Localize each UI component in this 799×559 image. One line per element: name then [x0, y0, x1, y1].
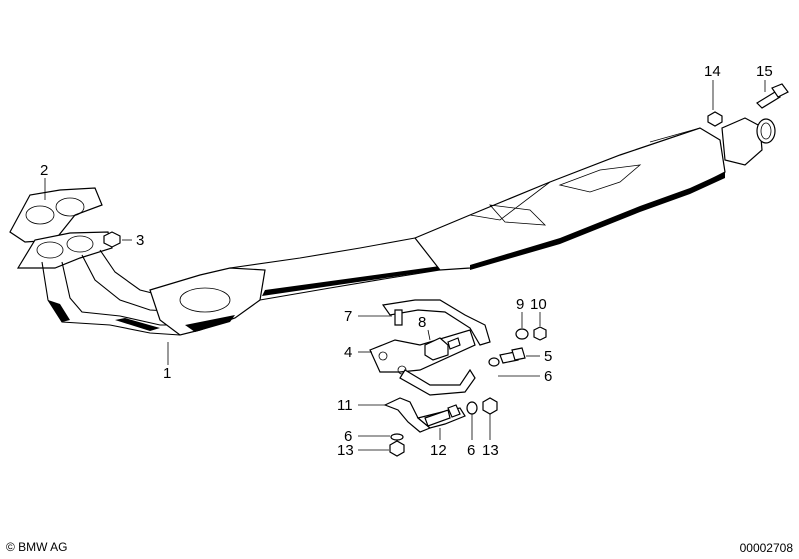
callout-13-right: 13 [482, 442, 499, 459]
bracket-part-4 [369, 329, 476, 396]
rubber-mount-part-8 [424, 337, 461, 361]
bolt-part-12 [424, 404, 461, 427]
callout-6-lower-left: 6 [344, 428, 352, 445]
callout-1: 1 [163, 365, 171, 382]
nut-part-10 [533, 326, 547, 341]
callout-4: 4 [344, 344, 352, 361]
callout-3: 3 [136, 232, 144, 249]
callout-14: 14 [704, 63, 721, 80]
front-pipe-part-1 [9, 117, 776, 336]
copyright-notice: © BMW AG [6, 540, 68, 554]
leader-lines [44, 80, 766, 451]
clamp-part-7 [381, 299, 491, 346]
bolt-part-15 [756, 83, 789, 109]
callout-11: 11 [337, 397, 353, 414]
callout-6-right: 6 [544, 368, 552, 385]
nut-part-13 [389, 397, 498, 457]
nut-part-3 [103, 231, 121, 248]
callout-13-left: 13 [337, 442, 354, 459]
washer-part-9 [488, 328, 529, 367]
callout-10: 10 [530, 296, 547, 313]
callout-9: 9 [516, 296, 524, 313]
callout-5: 5 [544, 348, 552, 365]
callout-8: 8 [418, 314, 426, 331]
washer-part-6 [390, 401, 478, 441]
callout-15: 15 [756, 63, 773, 80]
callout-6-lower-mid: 6 [467, 442, 475, 459]
callout-2: 2 [40, 162, 48, 179]
document-number: 00002708 [739, 541, 793, 555]
callout-7: 7 [344, 308, 352, 325]
bolt-part-5 [499, 347, 526, 364]
nut-part-14 [707, 111, 723, 127]
callout-12: 12 [430, 442, 447, 459]
